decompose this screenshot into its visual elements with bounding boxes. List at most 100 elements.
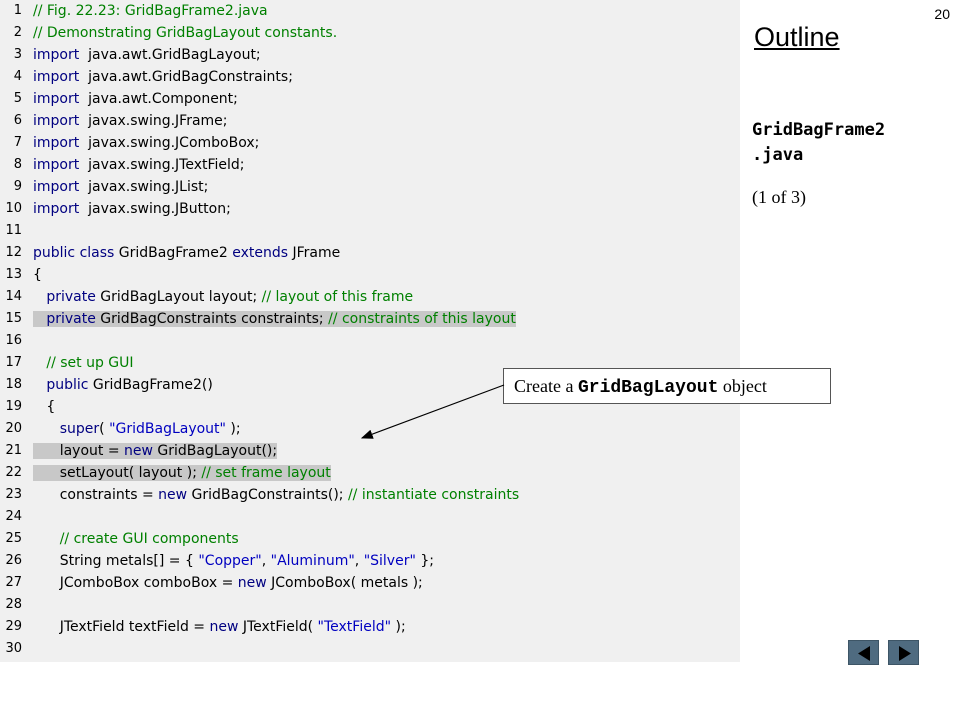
code-token: java.awt.Component;	[79, 91, 238, 107]
line-number: 22	[5, 465, 22, 480]
code-text: JComboBox comboBox = new JComboBox( meta…	[33, 572, 423, 594]
page-indicator: (1 of 3)	[752, 187, 806, 207]
string-token: "GridBagLayout"	[109, 421, 226, 437]
code-token: GridBagFrame2()	[88, 377, 213, 393]
code-token: ,	[354, 553, 364, 569]
code-token: GridBagLayout();	[152, 443, 278, 459]
code-token: JComboBox comboBox =	[33, 575, 238, 591]
code-token	[33, 289, 46, 305]
code-text: import java.awt.GridBagConstraints;	[33, 66, 293, 88]
code-line: 11	[0, 220, 740, 242]
code-line: 27 JComboBox comboBox = new JComboBox( m…	[0, 572, 740, 594]
keyword-token: import	[33, 157, 80, 173]
code-text: import javax.swing.JTextField;	[33, 154, 245, 176]
line-number: 10	[5, 201, 22, 216]
code-token	[33, 377, 46, 393]
code-line: 18 public GridBagFrame2()	[0, 374, 740, 396]
comment-token: // Fig. 22.23: GridBagFrame2.java	[33, 3, 268, 19]
comment-token: // set up GUI	[46, 355, 134, 371]
keyword-token: private	[46, 311, 96, 327]
line-number: 28	[5, 597, 22, 612]
code-text: // set up GUI	[33, 352, 134, 374]
code-text: // Demonstrating GridBagLayout constants…	[33, 22, 337, 44]
callout-suffix: object	[718, 376, 767, 396]
line-number: 12	[5, 245, 22, 260]
code-token	[33, 531, 60, 547]
line-number: 11	[5, 223, 22, 238]
code-line: 13{	[0, 264, 740, 286]
line-number: 16	[5, 333, 22, 348]
code-line: 8 import javax.swing.JTextField;	[0, 154, 740, 176]
code-text: JTextField textField = new JTextField( "…	[33, 616, 406, 638]
code-token: ,	[261, 553, 271, 569]
code-line: 19 {	[0, 396, 740, 418]
code-token	[33, 355, 46, 371]
code-token: GridBagFrame2	[114, 245, 233, 261]
code-text: String metals[] = { "Copper", "Aluminum"…	[33, 550, 434, 572]
string-token: "TextField"	[317, 619, 392, 635]
slide-number: 20	[934, 6, 950, 22]
comment-token: // Demonstrating GridBagLayout constants…	[33, 25, 338, 41]
outline-title[interactable]: Outline	[754, 22, 840, 52]
code-token: constraints =	[33, 487, 159, 503]
callout-prefix: Create a	[514, 376, 578, 396]
code-text: layout = new GridBagLayout();	[33, 440, 278, 462]
keyword-token: import	[33, 113, 80, 129]
code-token: setLayout( layout );	[33, 465, 202, 481]
left-triangle-icon	[858, 646, 870, 661]
code-line: 30	[0, 638, 740, 660]
line-number: 24	[5, 509, 22, 524]
code-token: java.awt.GridBagConstraints;	[79, 69, 293, 85]
code-token: );	[225, 421, 241, 437]
prev-slide-button[interactable]	[848, 640, 879, 665]
comment-token: // constraints of this layout	[328, 311, 516, 327]
keyword-token: new	[158, 487, 188, 503]
code-line: 22 setLayout( layout ); // set frame lay…	[0, 462, 740, 484]
code-token: JFrame	[288, 245, 341, 261]
code-text: private GridBagLayout layout; // layout …	[33, 286, 413, 308]
code-text: {	[33, 264, 42, 286]
code-token: javax.swing.JButton;	[79, 201, 231, 217]
code-token: {	[33, 399, 56, 415]
code-line: 25 // create GUI components	[0, 528, 740, 550]
code-line: 21 layout = new GridBagLayout();	[0, 440, 740, 462]
code-line: 10 import javax.swing.JButton;	[0, 198, 740, 220]
keyword-token: import	[33, 179, 80, 195]
keyword-token: import	[33, 201, 80, 217]
line-number: 8	[13, 157, 22, 172]
line-number: 19	[5, 399, 22, 414]
code-token: );	[391, 619, 406, 635]
code-token: GridBagLayout layout;	[95, 289, 262, 305]
next-slide-button[interactable]	[888, 640, 919, 665]
line-number: 23	[5, 487, 22, 502]
line-number: 20	[5, 421, 22, 436]
comment-token: // set frame layout	[201, 465, 331, 481]
code-token: };	[415, 553, 434, 569]
callout-box: Create a GridBagLayout object	[503, 368, 831, 404]
code-token: GridBagConstraints();	[187, 487, 348, 503]
keyword-token: new	[237, 575, 267, 591]
code-token: String metals[] = {	[33, 553, 199, 569]
code-text: public GridBagFrame2()	[33, 374, 213, 396]
line-number: 26	[5, 553, 22, 568]
code-text: import javax.swing.JComboBox;	[33, 132, 259, 154]
string-token: "Copper"	[198, 553, 262, 569]
callout-code: GridBagLayout	[577, 378, 719, 398]
code-text: super( "GridBagLayout" );	[33, 418, 241, 440]
code-line: 20 super( "GridBagLayout" );	[0, 418, 740, 440]
line-number: 30	[5, 641, 22, 656]
line-number: 29	[5, 619, 22, 634]
code-text: // create GUI components	[33, 528, 239, 550]
line-number: 17	[5, 355, 22, 370]
code-token: JTextField textField =	[33, 619, 210, 635]
line-number: 25	[5, 531, 22, 546]
keyword-token: public class	[33, 245, 115, 261]
code-line: 29 JTextField textField = new JTextField…	[0, 616, 740, 638]
code-line: 15 private GridBagConstraints constraint…	[0, 308, 740, 330]
code-token: JComboBox( metals );	[266, 575, 423, 591]
keyword-token: private	[46, 289, 96, 305]
code-text: import java.awt.GridBagLayout;	[33, 44, 261, 66]
